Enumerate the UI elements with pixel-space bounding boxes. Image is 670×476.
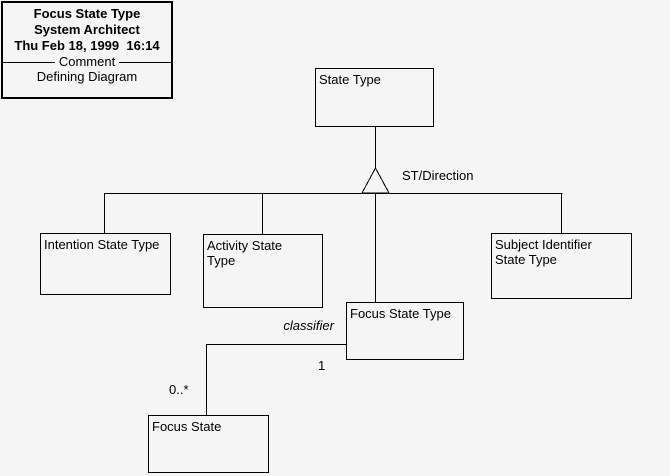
node-intention-state-type[interactable]: Intention State Type	[40, 233, 171, 295]
multiplicity-many-label: 0..*	[169, 382, 189, 397]
timestamp: Thu Feb 18, 1999 16:14	[14, 38, 160, 53]
diagram-title: Focus State Type	[33, 6, 141, 21]
association-name-label: classifier	[283, 318, 334, 333]
tool-name: System Architect	[34, 22, 140, 37]
node-state-type[interactable]: State Type	[315, 68, 434, 127]
node-subject-identifier-state-type[interactable]: Subject Identifier State Type	[491, 233, 632, 299]
separator-rule-right	[119, 61, 172, 63]
node-activity-state-type[interactable]: Activity State Type	[203, 234, 323, 308]
diagram-title-box: Focus State Type System Architect Thu Fe…	[1, 1, 173, 99]
node-focus-state-type[interactable]: Focus State Type	[346, 302, 464, 360]
generalization-name-label: ST/Direction	[402, 168, 474, 183]
comment-separator: Comment	[3, 54, 172, 69]
generalization-triangle-icon	[361, 166, 390, 194]
multiplicity-one-label: 1	[318, 358, 326, 373]
node-focus-state[interactable]: Focus State	[148, 415, 269, 473]
comment-label: Comment	[58, 54, 116, 69]
defining-diagram-label: Defining Diagram	[36, 69, 138, 84]
separator-rule-left	[3, 61, 55, 63]
